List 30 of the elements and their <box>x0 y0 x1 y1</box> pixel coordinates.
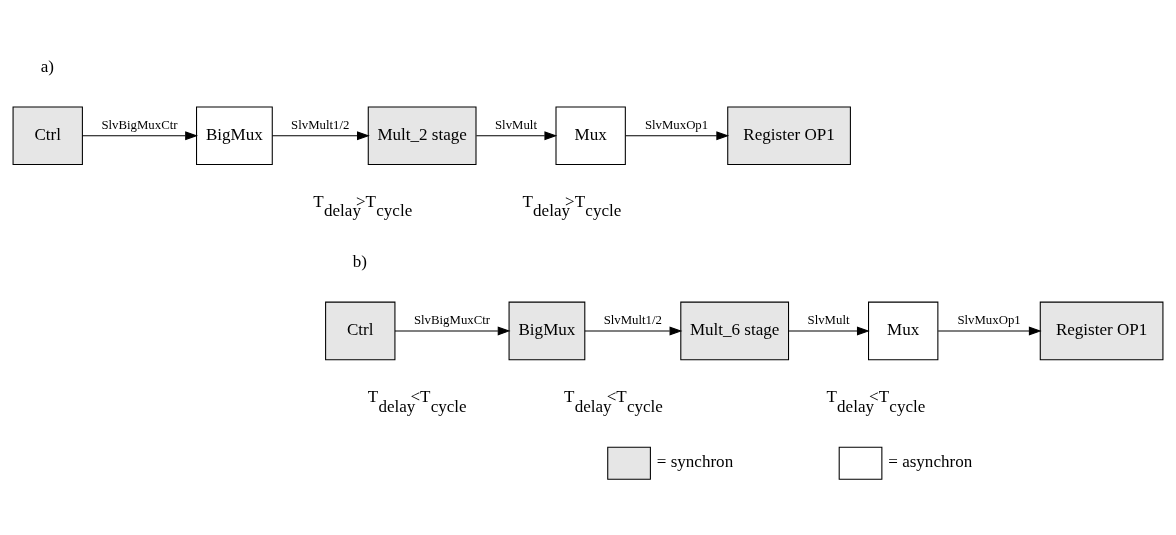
node-box: Ctrl <box>325 301 396 360</box>
edge-label: SlvMuxOp1 <box>957 312 1021 327</box>
node-box: Ctrl <box>12 105 83 165</box>
node-box: Mult_6 stage <box>680 301 790 360</box>
edge-label: SlvBigMuxCtr <box>101 117 178 132</box>
arrow <box>584 325 683 335</box>
edge-label: SlvBigMuxCtr <box>413 312 491 327</box>
arrow <box>788 325 870 335</box>
legend-label: = asynchron <box>888 451 973 471</box>
legend-label: = synchron <box>656 451 734 471</box>
node-box: Register OP1 <box>727 105 851 165</box>
label: a) <box>40 56 55 76</box>
arrow <box>271 130 370 140</box>
arrow <box>81 130 198 140</box>
edge-label: SlvMult <box>807 312 850 327</box>
edge-label: SlvMult <box>495 117 537 132</box>
node-box: Register OP1 <box>1039 301 1164 360</box>
edge-label: SlvMuxOp1 <box>644 117 709 132</box>
arrow <box>625 130 730 140</box>
edge-label: SlvMult1/2 <box>603 312 662 327</box>
node-box: BigMux <box>196 105 273 165</box>
arrow <box>937 325 1042 335</box>
node-box: Mult_2 stage <box>367 105 477 165</box>
node-box: Mux <box>555 105 626 165</box>
node-box: BigMux <box>508 301 586 360</box>
arrow <box>394 325 511 335</box>
arrow <box>475 130 558 140</box>
node-box: Mux <box>868 301 939 360</box>
edge-label: SlvMult1/2 <box>291 117 350 132</box>
label: b) <box>352 251 367 271</box>
